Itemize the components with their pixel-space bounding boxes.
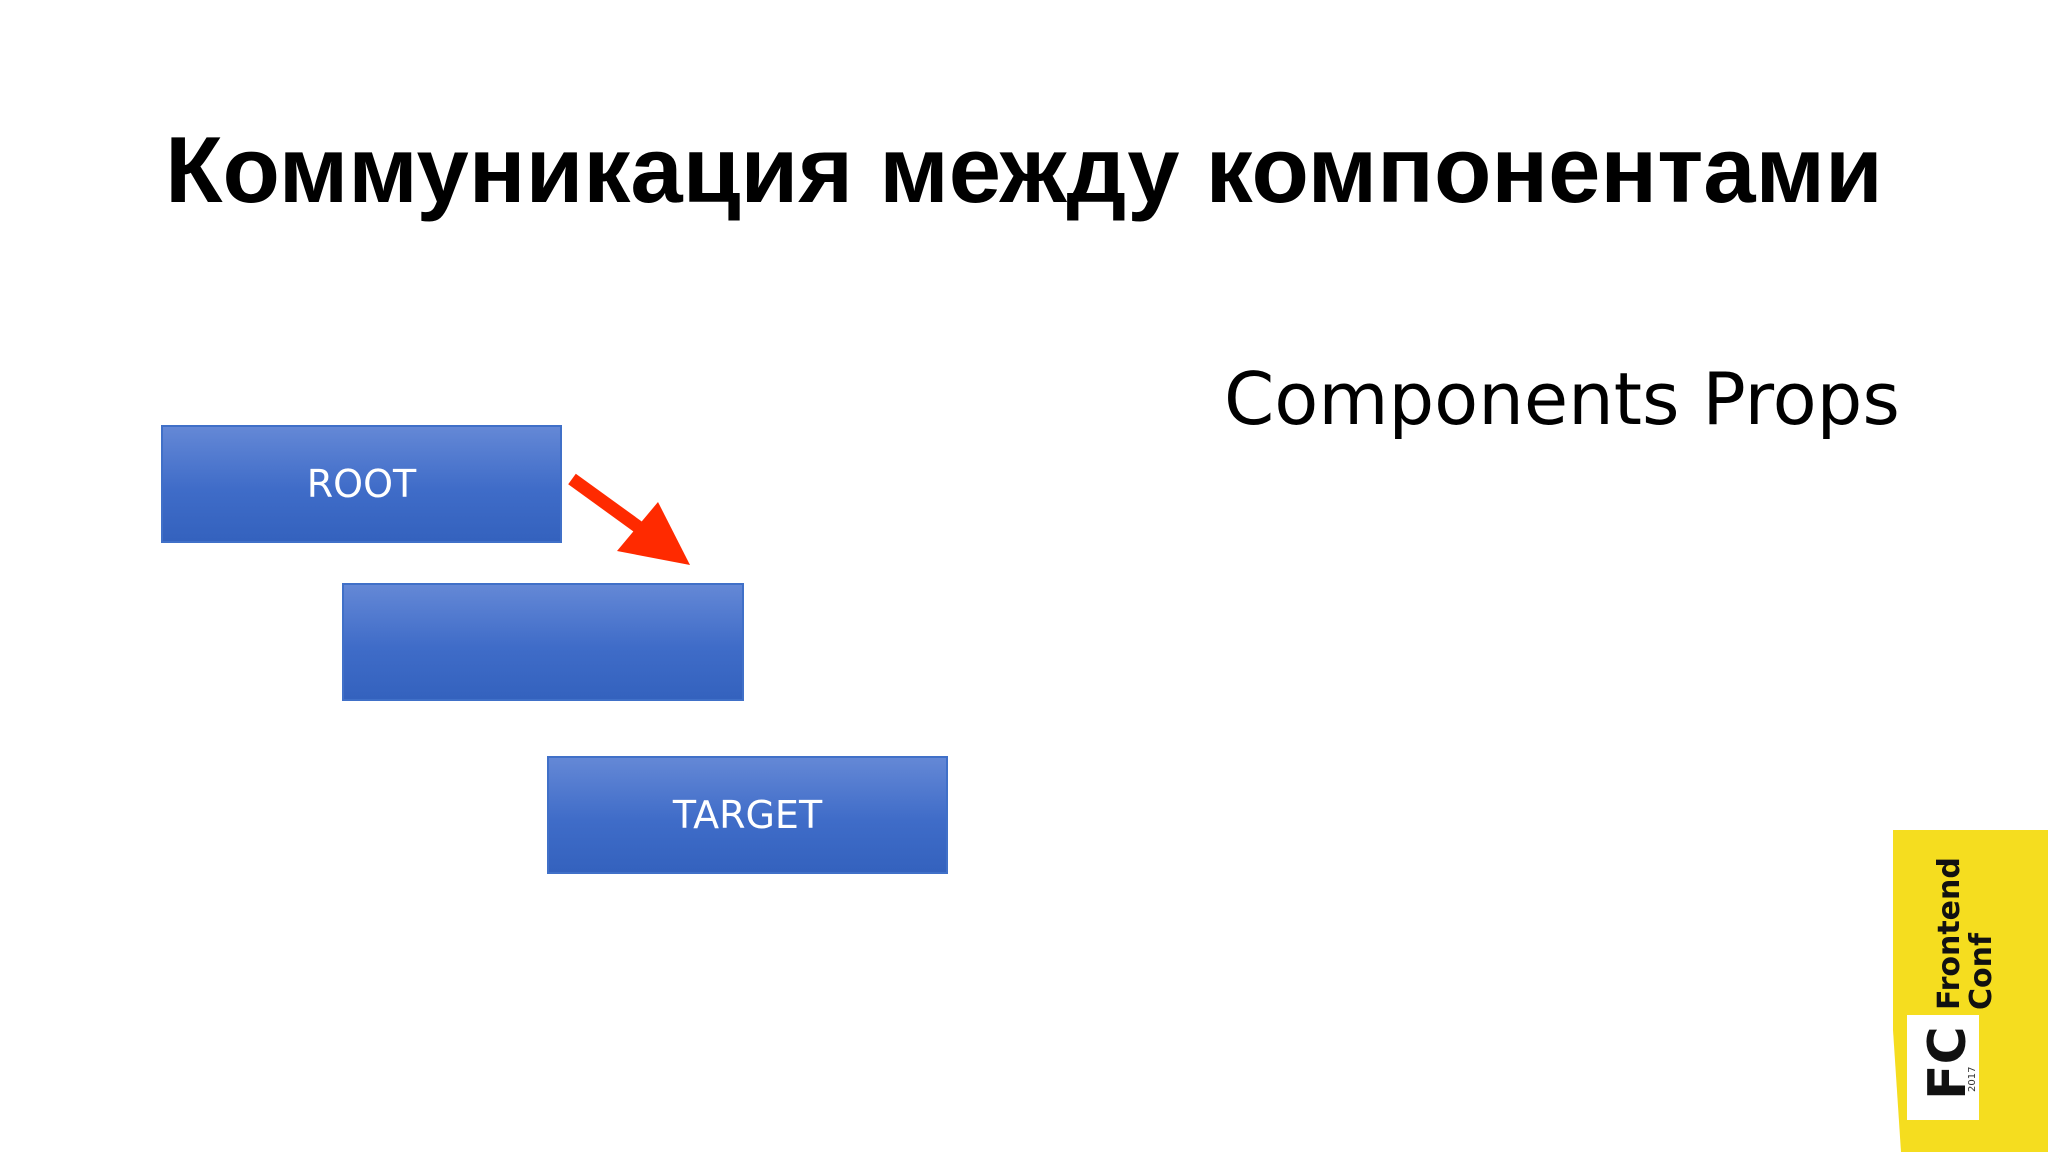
- slide-title: Коммуникация между компонентами: [165, 117, 1883, 222]
- frontend-conf-logo: Frontend Conf FC 2017: [1893, 830, 2048, 1152]
- target-box-label: TARGET: [672, 793, 823, 837]
- logo-brand-line2: Conf: [1964, 932, 1999, 1010]
- down-right-arrow-icon: [568, 473, 690, 565]
- middle-box: [342, 583, 744, 701]
- logo-year: 2017: [1967, 1067, 1978, 1092]
- root-box-label: ROOT: [306, 462, 417, 506]
- logo-brand-line1: Frontend: [1932, 857, 1967, 1010]
- target-box: TARGET: [547, 756, 948, 874]
- root-box: ROOT: [161, 425, 562, 543]
- logo-mark: FC: [1918, 1026, 1978, 1100]
- slide-subtitle: Components Props: [1224, 357, 1900, 441]
